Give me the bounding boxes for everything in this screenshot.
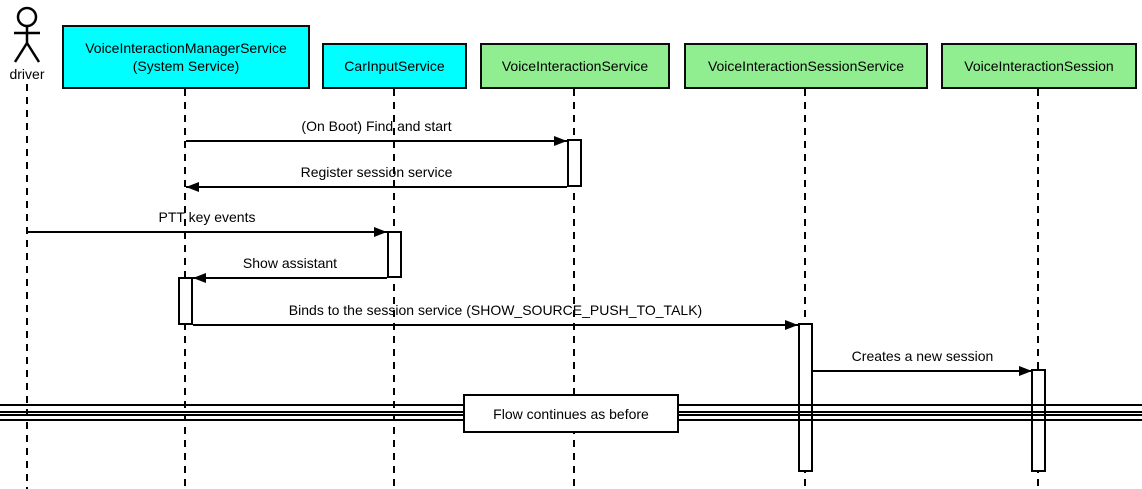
actor-label: driver <box>9 66 45 82</box>
divider-label-box: Flow continues as before <box>463 394 679 433</box>
message-line <box>193 324 798 326</box>
message-line <box>27 231 387 233</box>
participant-label: VoiceInteractionSession <box>964 57 1114 74</box>
message-label: Binds to the session service (SHOW_SOURC… <box>288 302 703 318</box>
message-line <box>813 370 1032 372</box>
message-line <box>193 277 387 279</box>
participant-label: VoiceInteractionSessionService <box>707 57 905 74</box>
message-line <box>186 140 567 142</box>
lifeline-driver <box>26 84 28 489</box>
message-label: Register session service <box>300 164 453 180</box>
message-label: Creates a new session <box>851 348 994 364</box>
activation-bar-voiceinteractionmanagerservice <box>178 277 193 325</box>
participant-voiceinteractionsessionservice: VoiceInteractionSessionService <box>684 43 928 89</box>
lifeline-voiceinteractionsession <box>1037 89 1039 489</box>
message-label: PTT key events <box>158 209 256 225</box>
participant-voiceinteractionservice: VoiceInteractionService <box>480 43 670 89</box>
activation-bar-voiceinteractionservice <box>567 139 582 187</box>
message-label: (On Boot) Find and start <box>301 118 452 134</box>
participant-carinputservice: CarInputService <box>322 43 467 89</box>
divider-label: Flow continues as before <box>493 405 649 422</box>
lifeline-voiceinteractionservice <box>573 89 575 489</box>
activation-bar-voiceinteractionsessionservice <box>798 323 813 472</box>
participant-sublabel: (System Service) <box>132 58 240 74</box>
message-line <box>186 186 567 188</box>
arrowhead-right-icon <box>554 136 567 146</box>
participant-voiceinteractionmanagerservice: VoiceInteractionManagerService (System S… <box>62 25 310 89</box>
participant-label: VoiceInteractionManagerService <box>85 39 287 56</box>
actor-stick-figure-icon <box>13 6 41 63</box>
arrowhead-right-icon <box>785 320 798 330</box>
lifeline-carinputservice <box>393 89 395 489</box>
participant-voiceinteractionsession: VoiceInteractionSession <box>941 43 1137 89</box>
lifeline-voiceinteractionsessionservice <box>804 89 806 489</box>
participant-label: CarInputService <box>344 57 445 74</box>
arrowhead-left-icon <box>186 182 199 192</box>
arrowhead-right-icon <box>374 227 387 237</box>
message-label: Show assistant <box>242 255 338 271</box>
activation-bar-carinputservice <box>387 231 402 278</box>
arrowhead-left-icon <box>193 273 206 283</box>
participant-label: VoiceInteractionService <box>501 57 649 74</box>
arrowhead-right-icon <box>1019 366 1032 376</box>
